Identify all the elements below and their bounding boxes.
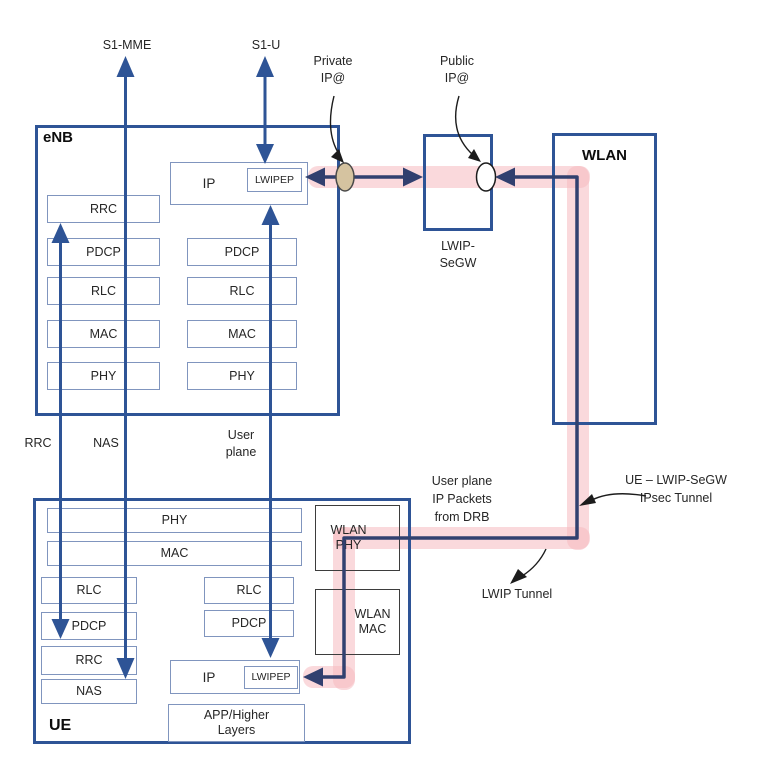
lwip-tunnel-pointer-arrow xyxy=(510,548,547,584)
enb-title: eNB xyxy=(43,129,74,146)
drb-line3: from DRB xyxy=(434,510,490,524)
drb-packets-label: User plane IP Packets from DRB xyxy=(411,472,513,526)
lwip-segw-label-line1: LWIP- xyxy=(441,239,475,253)
enb-phy-box: PHY xyxy=(47,362,160,390)
ue-phy-wide-box: PHY xyxy=(47,508,302,533)
private-ip-line2: IP@ xyxy=(320,71,346,85)
rrc-line-label: RRC xyxy=(24,436,52,450)
enb-up-mac-box: MAC xyxy=(187,320,297,348)
lwip-segw-box xyxy=(423,134,493,231)
ipsec-tunnel-label: UE – LWIP-SeGW IPsec Tunnel xyxy=(601,471,751,507)
ue-ip-box: IP LWIPEP xyxy=(170,660,300,694)
ue-ip-label: IP xyxy=(202,669,216,685)
enb-up-pdcp-box: PDCP xyxy=(187,238,297,266)
ue-rlc-box: RLC xyxy=(41,577,137,604)
ue-up-pdcp-box: PDCP xyxy=(204,610,294,637)
s1-u-label: S1-U xyxy=(251,38,281,52)
nas-line-label: NAS xyxy=(93,436,119,450)
lwip-tunnel-label: LWIP Tunnel xyxy=(481,587,553,601)
private-ip-label: Private IP@ xyxy=(302,53,364,87)
enb-ip-label: IP xyxy=(202,176,216,191)
drb-line1: User plane xyxy=(431,474,493,488)
ipsec-line1: UE – LWIP-SeGW xyxy=(625,473,727,487)
wlan-box: WLAN xyxy=(552,133,657,425)
ue-pdcp-box: PDCP xyxy=(41,612,137,640)
lwip-segw-label-line2: SeGW xyxy=(439,256,477,270)
s1-mme-label: S1-MME xyxy=(102,38,152,52)
enb-pdcp-box: PDCP xyxy=(47,238,160,266)
enb-rrc-box: RRC xyxy=(47,195,160,223)
ue-rrc-box: RRC xyxy=(41,646,137,675)
public-ip-line2: IP@ xyxy=(444,71,470,85)
wlan-title: WLAN xyxy=(582,147,627,164)
ue-lwipep-box: LWIPEP xyxy=(244,666,298,689)
enb-rlc-box: RLC xyxy=(47,277,160,305)
ipsec-line2: IPsec Tunnel xyxy=(639,491,713,505)
enb-ip-box: IP LWIPEP xyxy=(170,162,308,205)
enb-lwipep-box: LWIPEP xyxy=(247,168,302,192)
ue-up-rlc-box: RLC xyxy=(204,577,294,604)
ue-mac-wide-box: MAC xyxy=(47,541,302,566)
lwip-segw-label: LWIP- SeGW xyxy=(421,238,495,272)
enb-mac-box: MAC xyxy=(47,320,160,348)
ue-nas-box: NAS xyxy=(41,679,137,704)
user-plane-line2: plane xyxy=(225,445,257,459)
user-plane-line-label: User plane xyxy=(209,427,273,461)
user-plane-line1: User xyxy=(227,428,255,442)
private-ip-line1: Private xyxy=(313,54,353,68)
drb-line2: IP Packets xyxy=(432,492,492,506)
enb-up-rlc-box: RLC xyxy=(187,277,297,305)
enb-up-phy-box: PHY xyxy=(187,362,297,390)
ue-title: UE xyxy=(49,717,72,734)
public-ip-label: Public IP@ xyxy=(426,53,488,87)
public-ip-line1: Public xyxy=(439,54,475,68)
